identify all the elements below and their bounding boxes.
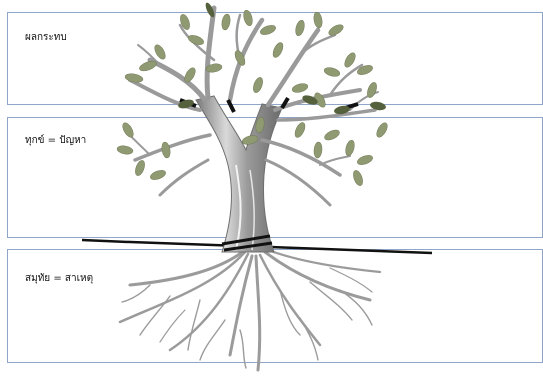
tree-roots — [120, 250, 380, 370]
